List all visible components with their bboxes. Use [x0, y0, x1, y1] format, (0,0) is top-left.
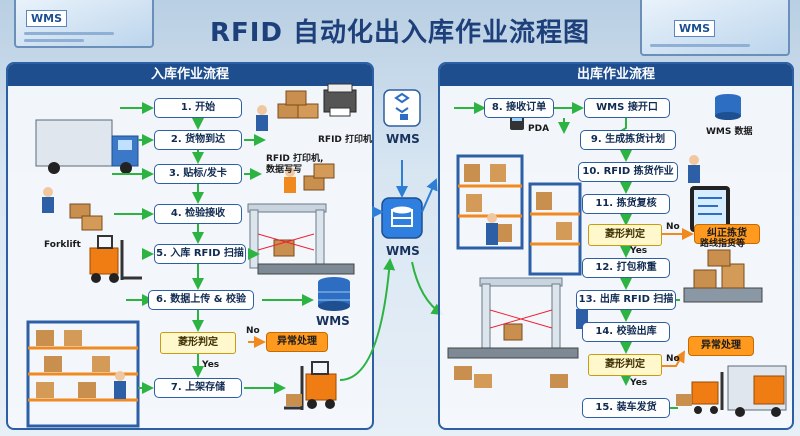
inbound-wms-label: WMS: [316, 314, 350, 328]
boxes-icon: [69, 90, 335, 231]
center-wms-top-label: WMS: [386, 132, 420, 146]
background-monitor-right: WMS: [640, 0, 790, 56]
outbound-step-14: 14. 校验出库: [582, 322, 670, 342]
inbound-step-3: 3. 贴标/发卡: [154, 164, 242, 184]
database-icon: [318, 277, 350, 311]
outbound-step-12: 12. 打包称重: [582, 258, 670, 278]
outbound-step-11: 11. 拣货复核: [582, 194, 670, 214]
outbound-step-wms-interface: WMS 接开口: [584, 98, 670, 118]
no-label: No: [246, 326, 260, 336]
route-guide-label: 路线指货等: [700, 239, 746, 249]
worker-icon: [42, 105, 296, 213]
wms-server-icon: [383, 89, 421, 127]
inbound-step-4: 4. 检验接收: [154, 204, 242, 224]
shelf-icon: [26, 320, 140, 428]
no-label: No: [666, 354, 680, 364]
outbound-step-10: 10. RFID 拣货作业: [578, 162, 678, 182]
inbound-panel: 入库作业流程: [6, 62, 374, 430]
tablet-icon: [690, 186, 730, 232]
boxes-icon: [454, 366, 568, 388]
forklift-label: Forklift: [44, 240, 81, 250]
inbound-exception: 异常处理: [266, 332, 328, 352]
rfid-gate-icon: [247, 203, 355, 275]
page-title: RFID 自动化出入库作业流程图: [209, 18, 591, 48]
rfid-printer-label: RFID 打印机: [318, 135, 373, 145]
forklift-icon: [676, 372, 724, 414]
scale-icon: [683, 249, 763, 303]
inbound-step-5: 5. 入库 RFID 扫描: [154, 244, 246, 264]
worker-icon: [486, 155, 700, 245]
database-icon: [715, 94, 741, 120]
forklift-icon: [284, 361, 337, 410]
yes-label: Yes: [630, 246, 648, 256]
inbound-illustrations: [26, 83, 357, 428]
inbound-heading: 入库作业流程: [8, 64, 372, 86]
forklift-icon: [89, 235, 142, 283]
rfid-gate-icon: [447, 277, 579, 359]
wms-database-icon: [381, 197, 423, 239]
center-wms-bottom-label: WMS: [386, 244, 420, 258]
monitor-label: WMS: [674, 20, 716, 37]
shelf-icon: [456, 154, 582, 276]
outbound-heading: 出库作业流程: [440, 64, 792, 86]
outbound-step-8: 8. 接收订单: [484, 98, 554, 118]
pda-label: PDA: [528, 124, 550, 134]
flow-arrows: [112, 102, 314, 394]
inbound-step-6: 6. 数据上传 & 校验: [148, 290, 254, 310]
inbound-step-7: 7. 上架存储: [154, 378, 242, 398]
truck-icon: [727, 365, 787, 417]
outbound-step-13: 13. 出库 RFID 扫描: [576, 290, 676, 310]
correct-pick-box: 纠正拣货: [694, 224, 760, 244]
outbound-decision-1: 菱形判定: [588, 224, 662, 246]
inbound-step-2: 2. 货物到达: [154, 130, 242, 150]
outbound-step-9: 9. 生成拣货计划: [580, 130, 676, 150]
no-arrow: [662, 350, 685, 367]
outbound-panel: 出库作业流程: [438, 62, 794, 430]
outbound-step-15: 15. 装车发货: [582, 398, 670, 418]
inbound-step-1: 1. 开始: [154, 98, 242, 118]
outbound-illustrations: [447, 94, 787, 417]
yes-label: Yes: [202, 360, 220, 370]
printer-write-label: RFID 打印机, 数据写写: [266, 154, 324, 175]
inbound-decision: 菱形判定: [160, 332, 236, 354]
outbound-decision-2: 菱形判定: [588, 354, 662, 376]
truck-icon: [35, 119, 139, 174]
no-label: No: [666, 222, 680, 232]
outbound-exception: 异常处理: [688, 336, 754, 356]
background-monitor-left: WMS: [14, 0, 154, 48]
yes-label: Yes: [630, 378, 648, 388]
wms-data-label: WMS 数据: [706, 127, 753, 137]
printer-icon: [323, 83, 357, 117]
monitor-label: WMS: [26, 10, 68, 27]
worker-icon: [114, 371, 126, 399]
